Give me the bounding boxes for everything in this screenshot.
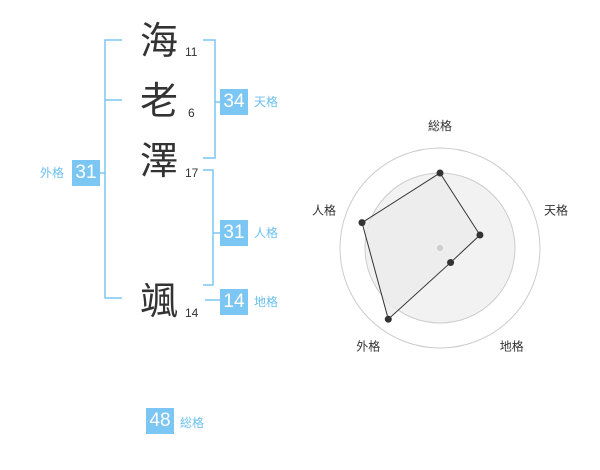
stroke-count-2: 6 — [188, 106, 195, 120]
radar-axis-label: 外格 — [356, 339, 380, 354]
jinkaku-badge: 31 — [220, 220, 248, 246]
gaikaku-badge: 31 — [72, 160, 100, 186]
name-char-1: 海 — [140, 19, 179, 63]
name-char-3: 澤 — [140, 139, 179, 183]
gaikaku-label: 外格 — [40, 166, 65, 180]
stroke-count-1: 11 — [185, 45, 198, 59]
radar-axis-label: 地格 — [500, 339, 524, 354]
jinkaku-label: 人格 — [254, 226, 279, 240]
tenkaku-badge: 34 — [220, 89, 248, 115]
name-char-2: 老 — [140, 79, 179, 123]
radar-point — [358, 219, 366, 227]
gaikaku-bracket — [104, 39, 122, 299]
radar-axis-label: 総格 — [428, 118, 452, 133]
radar-axis-label: 人格 — [312, 202, 336, 217]
radar-point — [436, 169, 444, 177]
jinkaku-bracket — [203, 169, 214, 286]
name-char-4: 颯 — [140, 279, 179, 323]
radar-polygon — [361, 172, 481, 321]
radar-ring — [339, 147, 541, 349]
soukaku-label: 総格 — [180, 416, 205, 430]
radar-center-dot — [437, 245, 443, 251]
radar-point — [476, 231, 484, 239]
tenkaku-label: 天格 — [254, 95, 279, 109]
chikaku-badge: 14 — [220, 289, 248, 315]
soukaku-badge: 48 — [146, 408, 174, 434]
radar-point — [447, 259, 455, 267]
stroke-count-3: 17 — [185, 166, 199, 180]
chikaku-label: 地格 — [254, 295, 279, 309]
stroke-count-4: 14 — [185, 306, 199, 320]
radar-axis-label: 天格 — [544, 202, 568, 217]
tenkaku-bracket — [203, 39, 216, 159]
radar-point — [384, 315, 392, 323]
